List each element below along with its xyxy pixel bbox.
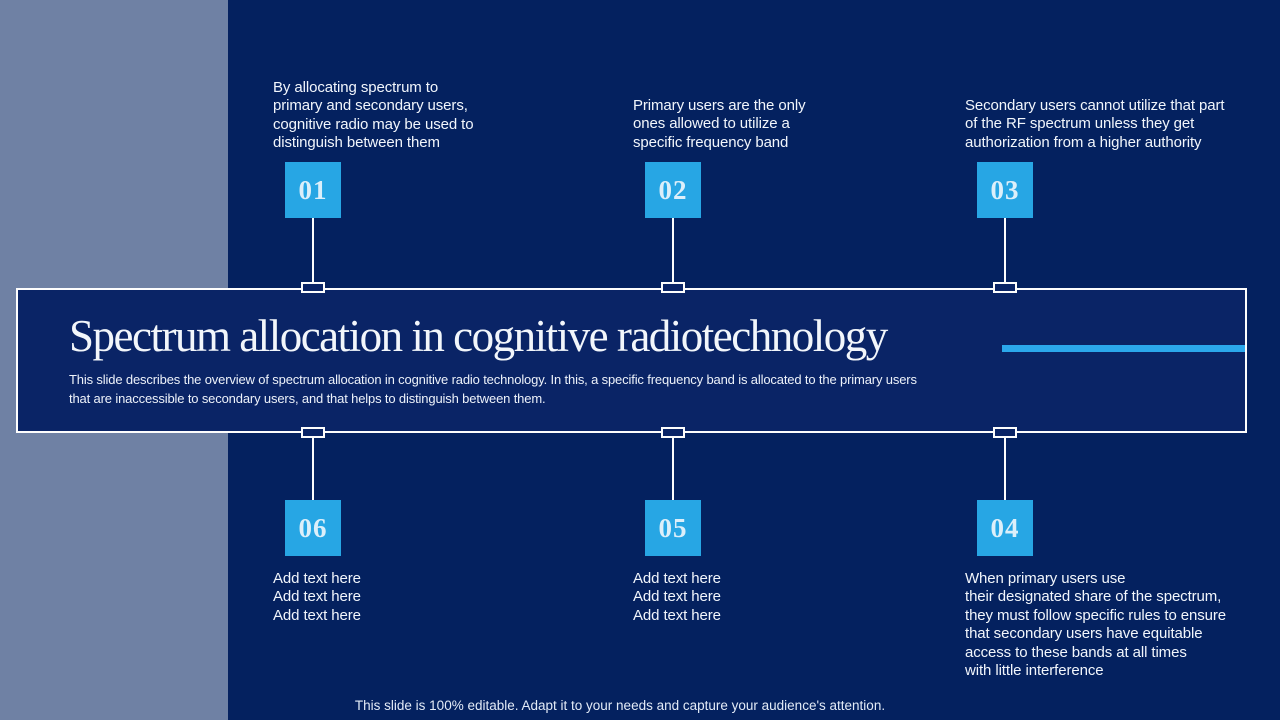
connector-line <box>1004 437 1006 501</box>
connector-line <box>1004 218 1006 283</box>
step-06-number: 06 <box>298 512 328 543</box>
connector-node <box>301 282 325 293</box>
step-02-text[interactable]: Primary users are the only ones allowed … <box>633 97 806 151</box>
connector-node <box>661 282 685 293</box>
step-04-number: 04 <box>990 512 1020 543</box>
connector-node <box>993 282 1017 293</box>
step-05-text[interactable]: Add text here Add text here Add text her… <box>633 570 721 624</box>
connector-line <box>672 437 674 501</box>
footer-note[interactable]: This slide is 100% editable. Adapt it to… <box>354 698 886 713</box>
step-06-number-box[interactable]: 06 <box>285 500 341 556</box>
title-accent-bar <box>1002 345 1245 352</box>
connector-line <box>312 218 314 283</box>
connector-line <box>672 218 674 283</box>
step-02-number: 02 <box>658 174 688 205</box>
title-panel[interactable] <box>16 288 1247 433</box>
slide-title[interactable]: Spectrum allocation in cognitive radiote… <box>69 311 888 361</box>
step-04-number-box[interactable]: 04 <box>977 500 1033 556</box>
step-03-number: 03 <box>990 174 1020 205</box>
slide-description[interactable]: This slide describes the overview of spe… <box>69 372 917 406</box>
step-06-text[interactable]: Add text here Add text here Add text her… <box>273 570 361 624</box>
step-04-text[interactable]: When primary users use their designated … <box>965 570 1227 680</box>
step-01-number-box[interactable]: 01 <box>285 162 341 218</box>
step-01-text[interactable]: By allocating spectrum to primary and se… <box>273 79 474 152</box>
step-03-text[interactable]: Secondary users cannot utilize that part… <box>965 97 1225 151</box>
step-05-number-box[interactable]: 05 <box>645 500 701 556</box>
step-01-number: 01 <box>298 174 328 205</box>
connector-line <box>312 437 314 501</box>
step-03-number-box[interactable]: 03 <box>977 162 1033 218</box>
step-02-number-box[interactable]: 02 <box>645 162 701 218</box>
step-05-number: 05 <box>658 512 688 543</box>
